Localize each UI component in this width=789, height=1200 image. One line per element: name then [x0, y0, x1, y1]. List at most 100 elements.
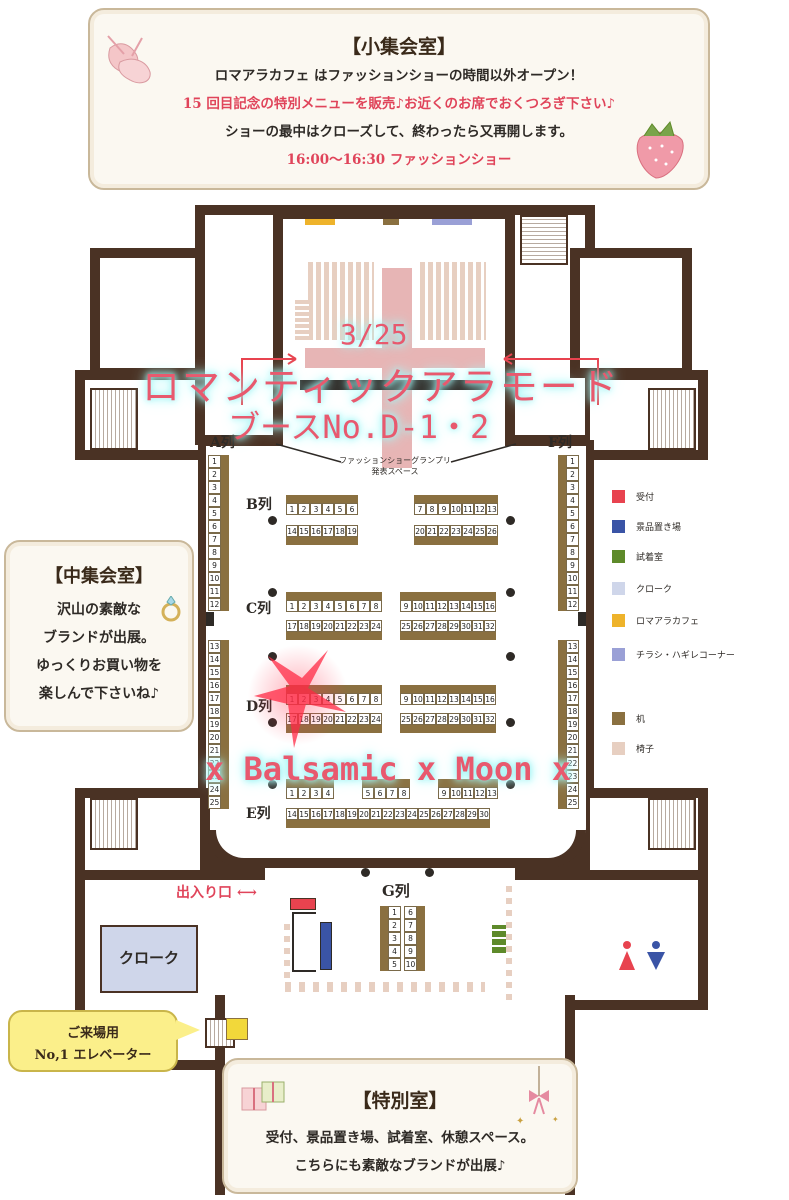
gift-box-icon — [238, 1074, 288, 1114]
booth-f: 21 — [566, 744, 579, 757]
booth-c: 10 — [412, 600, 424, 612]
legend-label: クローク — [636, 585, 673, 595]
booth-f: 23 — [566, 770, 579, 783]
booth-f: 24 — [566, 783, 579, 796]
legend-swatch — [612, 742, 625, 755]
booth-f: 11 — [566, 585, 579, 598]
cafe-strip-mid — [383, 219, 399, 225]
row-a-label: A列 — [210, 435, 235, 451]
booth-c: 22 — [346, 620, 358, 632]
booth-b: 14 — [286, 525, 298, 537]
booth-d: 16 — [484, 693, 496, 705]
desk — [558, 455, 566, 611]
booth-b: 26 — [486, 525, 498, 537]
booth-c: 2 — [298, 600, 310, 612]
booth-d: 22 — [346, 713, 358, 725]
booth-d: 10 — [412, 693, 424, 705]
desk — [438, 779, 498, 787]
stage-label: ファッションショーグランプリ 発表スペース — [320, 455, 470, 477]
audience-seats-left2 — [295, 300, 309, 340]
booth-c: 17 — [286, 620, 298, 632]
booth-a: 15 — [208, 666, 221, 679]
legend-label: 椅子 — [636, 745, 655, 755]
top-card-title: 【小集会室】 — [341, 36, 456, 58]
booth-a: 17 — [208, 692, 221, 705]
booth-a: 22 — [208, 757, 221, 770]
booth-b: 2 — [298, 503, 310, 515]
desk — [221, 455, 229, 611]
booth-e: 25 — [418, 808, 430, 820]
booth-e: 3 — [310, 787, 322, 799]
restroom-female-icon — [618, 940, 636, 974]
pillar — [268, 780, 277, 789]
row-b-label: B列 — [246, 497, 272, 513]
fitting-room — [492, 925, 506, 953]
lobby-chairs-bottom — [285, 982, 485, 992]
booth-c: 4 — [322, 600, 334, 612]
booth-g: 2 — [388, 919, 401, 932]
booth-d: 12 — [436, 693, 448, 705]
booth-d: 7 — [358, 693, 370, 705]
booth-e: 12 — [474, 787, 486, 799]
booth-g: 9 — [404, 945, 417, 958]
top-card-line1: ロマアラカフェ はファッションショーの時間以外オープン！ — [214, 68, 584, 84]
booth-b: 24 — [462, 525, 474, 537]
booth-c: 5 — [334, 600, 346, 612]
booth-e: 4 — [322, 787, 334, 799]
booth-c: 19 — [310, 620, 322, 632]
booth-c: 18 — [298, 620, 310, 632]
desk — [400, 632, 496, 640]
overlay-date: 3/25 — [340, 318, 408, 351]
booth-a: 4 — [208, 494, 221, 507]
booth-d: 32 — [484, 713, 496, 725]
wall-top-center — [195, 205, 595, 219]
booth-g: 6 — [404, 906, 417, 919]
booth-c: 11 — [424, 600, 436, 612]
booth-b: 12 — [474, 503, 486, 515]
booth-a: 7 — [208, 533, 221, 546]
desk — [380, 906, 388, 971]
booth-b: 22 — [438, 525, 450, 537]
booth-b: 4 — [322, 503, 334, 515]
overlay-booth: ブースNo.D-1・2 — [228, 408, 490, 446]
booth-a: 19 — [208, 718, 221, 731]
booth-d: 25 — [400, 713, 412, 725]
strawberry-icon — [630, 120, 690, 182]
booth-f: 13 — [566, 640, 579, 653]
booth-f: 14 — [566, 653, 579, 666]
ribbon-shoes-icon — [102, 30, 158, 90]
stairs-top-left — [90, 388, 138, 450]
booth-f: 16 — [566, 679, 579, 692]
legend-swatch — [612, 520, 625, 533]
left-card-line3: ゆっくりお買い物を — [36, 658, 162, 674]
booth-f: 8 — [566, 546, 579, 559]
ring-icon — [160, 595, 182, 622]
desk — [362, 779, 410, 787]
booth-d: 24 — [370, 713, 382, 725]
booth-e: 23 — [394, 808, 406, 820]
left-card-title: 【中集会室】 — [45, 566, 153, 587]
booth-c: 21 — [334, 620, 346, 632]
booth-e: 7 — [386, 787, 398, 799]
booth-e: 28 — [454, 808, 466, 820]
legend-label: 受付 — [636, 493, 655, 503]
entrance-label: 出入り口 ⟷ — [176, 882, 257, 902]
booth-b: 17 — [322, 525, 334, 537]
booth-b: 10 — [450, 503, 462, 515]
booth-a: 10 — [208, 572, 221, 585]
cafe-strip-left — [305, 219, 335, 225]
cloak-room: クローク — [100, 925, 198, 993]
highlight-star-icon — [248, 640, 358, 750]
legend-swatch — [612, 490, 625, 503]
booth-c: 15 — [472, 600, 484, 612]
top-card-line3: ショーの最中はクローズして、終わったら又再開します。 — [225, 124, 573, 140]
legend-label: チラシ・ハギレコーナー — [636, 651, 735, 661]
booth-f: 25 — [566, 796, 579, 809]
booth-f: 7 — [566, 533, 579, 546]
audience-seats-left — [308, 262, 374, 340]
booth-c: 8 — [370, 600, 382, 612]
pillar — [506, 516, 515, 525]
pillar — [268, 516, 277, 525]
booth-c: 29 — [448, 620, 460, 632]
desk — [414, 537, 498, 545]
